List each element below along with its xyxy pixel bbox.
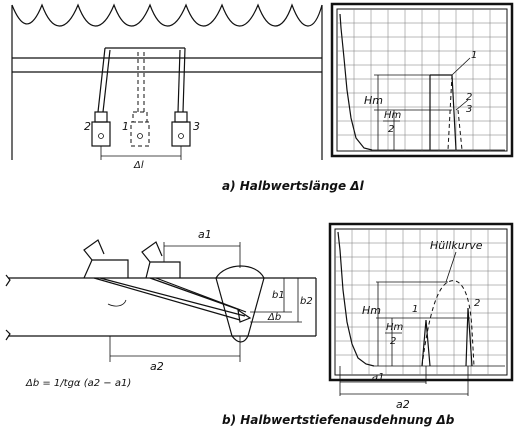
caption-a: a) Halbwertslänge Δl: [222, 179, 365, 193]
screen-b-peak-2: 2: [474, 298, 480, 309]
envelope-label: Hüllkurve: [430, 239, 483, 252]
probe-label-2: 2: [84, 120, 91, 133]
screen-a-hm-half-num: Hm: [384, 110, 402, 121]
screen-a-hm-half-den: 2: [388, 124, 394, 135]
screen-b-hm-half-den: 2: [390, 336, 396, 347]
screen-a-hm: Hm: [364, 94, 383, 107]
delta-l-label: Δl: [133, 160, 144, 171]
caption-b: b) Halbwertstiefenausdehnung Δb: [222, 413, 455, 427]
probe-label-3: 3: [193, 120, 200, 133]
b1-label: b1: [272, 290, 285, 301]
a2-label: a2: [150, 360, 164, 373]
screen-b-peak-1: 1: [412, 304, 418, 315]
screen-a-curve-1: 1: [471, 50, 477, 61]
screen-b-a2: a2: [396, 398, 410, 411]
diagram-a-screen: [330, 2, 514, 158]
screen-b-a1: a1: [372, 372, 385, 383]
diagram-b-screen: [328, 222, 514, 396]
screen-a-curve-2: 2: [466, 92, 472, 103]
screen-b-hm-half-num: Hm: [386, 322, 404, 333]
formula: Δb = 1/tgα (a2 − a1): [25, 378, 131, 389]
a1-label: a1: [198, 228, 212, 241]
delta-b-label: Δb: [267, 312, 281, 323]
screen-a-curve-3: 3: [466, 104, 472, 115]
probe-label-1: 1: [122, 120, 129, 133]
screen-b-hm: Hm: [362, 304, 381, 317]
diagram-a-specimen: [11, 3, 323, 160]
diagram-b-specimen: [5, 239, 317, 362]
b2-label: b2: [300, 296, 313, 307]
